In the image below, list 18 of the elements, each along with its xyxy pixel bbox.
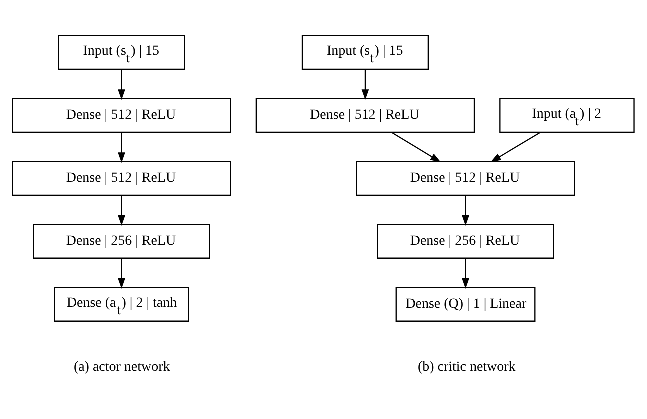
node-box: Dense | 256 | ReLU <box>377 224 554 258</box>
node-box: Dense | 512 | ReLU <box>356 160 576 196</box>
arrow <box>462 258 470 289</box>
node-box: Dense | 512 | ReLU <box>12 160 232 196</box>
arrow <box>118 258 126 289</box>
node-box: Dense | 256 | ReLU <box>33 224 210 258</box>
node-box: Dense | 512 | ReLU <box>256 98 476 133</box>
node-box: Dense (Q) | 1 | Linear <box>396 286 536 322</box>
arrow <box>362 69 370 100</box>
label: (a) actor network <box>74 360 170 375</box>
arrow <box>118 132 126 163</box>
node-box: Dense | 512 | ReLU <box>12 98 232 133</box>
arrow <box>392 132 442 162</box>
arrow <box>118 69 126 100</box>
label: (b) critic network <box>418 360 516 375</box>
arrow <box>462 195 470 226</box>
arrow <box>118 195 126 226</box>
arrow <box>490 132 541 162</box>
